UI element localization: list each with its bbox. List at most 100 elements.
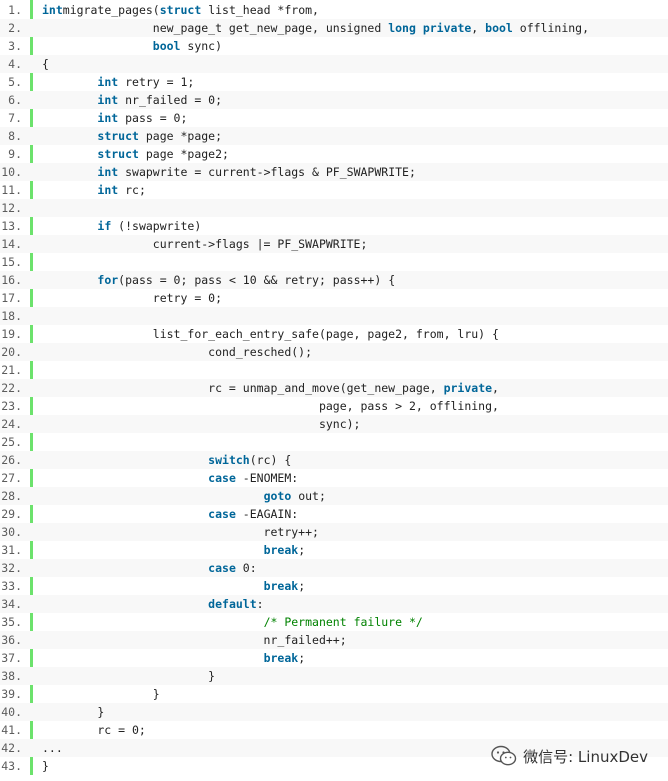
code-line: 22. rc = unmap_and_move(get_new_page, pr… [0,379,668,397]
line-number: 24. [1,417,22,431]
line-number: 27. [1,471,22,485]
code-line: 3. bool sync) [0,37,668,55]
line-number: 9. [8,147,22,161]
line-text: case 0: [42,559,256,577]
code-keyword: case [208,561,236,575]
code-text [42,129,97,143]
code-line: 5. int retry = 1; [0,73,668,91]
code-keyword: private [443,381,493,395]
code-line: 35. /* Permanent failure */ [0,613,668,631]
code-text [42,147,97,161]
code-keyword: default [208,597,257,611]
line-number: 25. [1,435,22,449]
line-number: 40. [1,705,22,719]
line-text: if (!swapwrite) [42,217,201,235]
code-text: : [256,597,264,611]
code-keyword: case [208,507,236,521]
line-text: nr_failed++; [42,631,347,649]
code-text [42,39,153,53]
code-line: 43.} [0,757,668,775]
code-keyword: switch [208,453,250,467]
line-number: 42. [1,741,22,755]
line-number: 4. [8,57,22,71]
code-line: 9. struct page *page2; [0,145,668,163]
code-line: 24. sync); [0,415,668,433]
line-number: 28. [1,489,22,503]
code-line: 8. struct page *page; [0,127,668,145]
line-text: sync); [42,415,361,433]
code-line: 7. int pass = 0; [0,109,668,127]
code-line: 25. [0,433,668,451]
code-text: new_page_t get_new_page, unsigned [42,21,389,35]
line-number: 17. [1,291,22,305]
line-number: 38. [1,669,22,683]
code-text: offlining, [512,21,590,35]
code-line: 40. } [0,703,668,721]
wechat-icon [491,745,517,766]
code-text [42,111,97,125]
code-text: ; [298,579,306,593]
code-text: nr_failed++; [42,633,347,647]
code-text: out; [291,489,326,503]
code-keyword: private [422,21,472,35]
code-line: 1.intmigrate_pages(struct list_head *fro… [0,1,668,19]
code-text: rc = 0; [42,723,146,737]
code-text: ... [42,741,63,755]
line-number: 30. [1,525,22,539]
code-text [42,93,97,107]
line-text: struct page *page2; [42,145,229,163]
code-keyword: int [97,75,119,89]
code-text: list_for_each_entry_safe(page, page2, fr… [42,327,499,341]
line-text: switch(rc) { [42,451,291,469]
line-text: page, pass > 2, offlining, [42,397,499,415]
code-keyword: case [208,471,236,485]
code-line: 6. int nr_failed = 0; [0,91,668,109]
line-number: 12. [1,201,22,215]
code-line: 28. goto out; [0,487,668,505]
code-line: 2. new_page_t get_new_page, unsigned lon… [0,19,668,37]
code-line: 26. switch(rc) { [0,451,668,469]
code-keyword: bool [485,21,513,35]
line-text: list_for_each_entry_safe(page, page2, fr… [42,325,499,343]
code-keyword: struct [159,3,202,17]
line-text: cond_resched(); [42,343,312,361]
line-text: retry = 0; [42,289,222,307]
code-text: , [471,21,486,35]
code-line: 42.... [0,739,668,757]
line-text: int rc; [42,181,145,199]
code-line: 27. case -ENOMEM: [0,469,668,487]
code-text [42,489,264,503]
code-text: migrate_pages( [62,3,160,17]
code-text: retry++; [42,525,319,539]
code-text [42,651,264,665]
line-number: 16. [1,273,22,287]
line-text: } [42,703,104,721]
line-text: rc = 0; [42,721,146,739]
line-number: 6. [8,93,22,107]
code-keyword: int [97,93,119,107]
line-number: 2. [8,21,22,35]
code-line: 21. [0,361,668,379]
code-text [42,579,264,593]
line-text: intmigrate_pages(struct list_head *from, [42,1,319,19]
code-text: -EAGAIN: [235,507,299,521]
line-number: 39. [1,687,22,701]
code-comment: /* Permanent failure */ [263,615,423,629]
line-number: 41. [1,723,22,737]
code-line: 37. break; [0,649,668,667]
line-text: break; [42,649,306,667]
line-number: 26. [1,453,22,467]
code-keyword: struct [97,147,139,161]
watermark-text: 微信号: LinuxDev [523,747,648,766]
code-text [416,21,423,35]
line-text: break; [42,577,306,595]
code-text [42,183,97,197]
code-line: 23. page, pass > 2, offlining, [0,397,668,415]
line-number: 36. [1,633,22,647]
code-text [42,453,208,467]
line-text: case -ENOMEM: [42,469,298,487]
code-line: 38. } [0,667,668,685]
line-number: 14. [1,237,22,251]
code-line: 17. retry = 0; [0,289,668,307]
line-text: new_page_t get_new_page, unsigned long p… [42,19,589,37]
